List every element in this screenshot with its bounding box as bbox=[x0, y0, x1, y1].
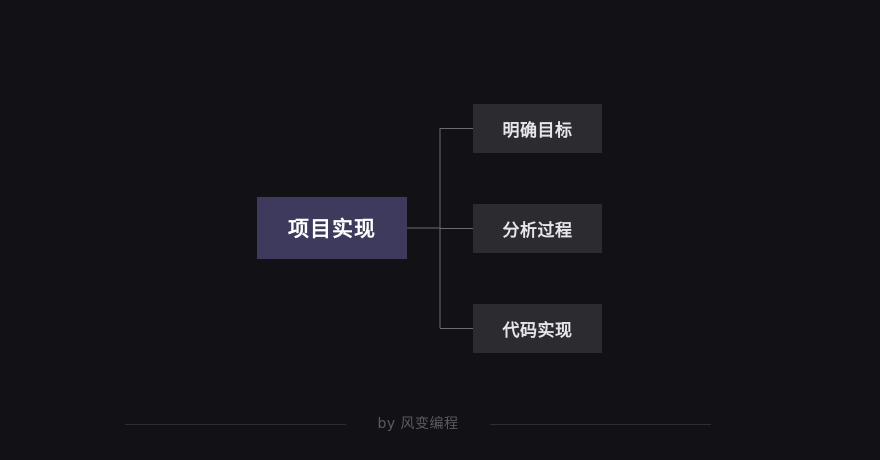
child-node-1: 明确目标 bbox=[473, 104, 602, 153]
child-node-3: 代码实现 bbox=[473, 304, 602, 353]
root-node: 项目实现 bbox=[257, 197, 407, 259]
child-node-label: 明确目标 bbox=[502, 121, 573, 141]
child-node-label: 分析过程 bbox=[502, 221, 573, 241]
footer-divider-left bbox=[125, 424, 346, 425]
child-node-2: 分析过程 bbox=[473, 204, 602, 253]
root-node-label: 项目实现 bbox=[288, 217, 376, 241]
footer-credit: by 风变编程 bbox=[377, 416, 459, 432]
footer-divider-right bbox=[490, 424, 711, 425]
child-node-label: 代码实现 bbox=[502, 321, 573, 341]
